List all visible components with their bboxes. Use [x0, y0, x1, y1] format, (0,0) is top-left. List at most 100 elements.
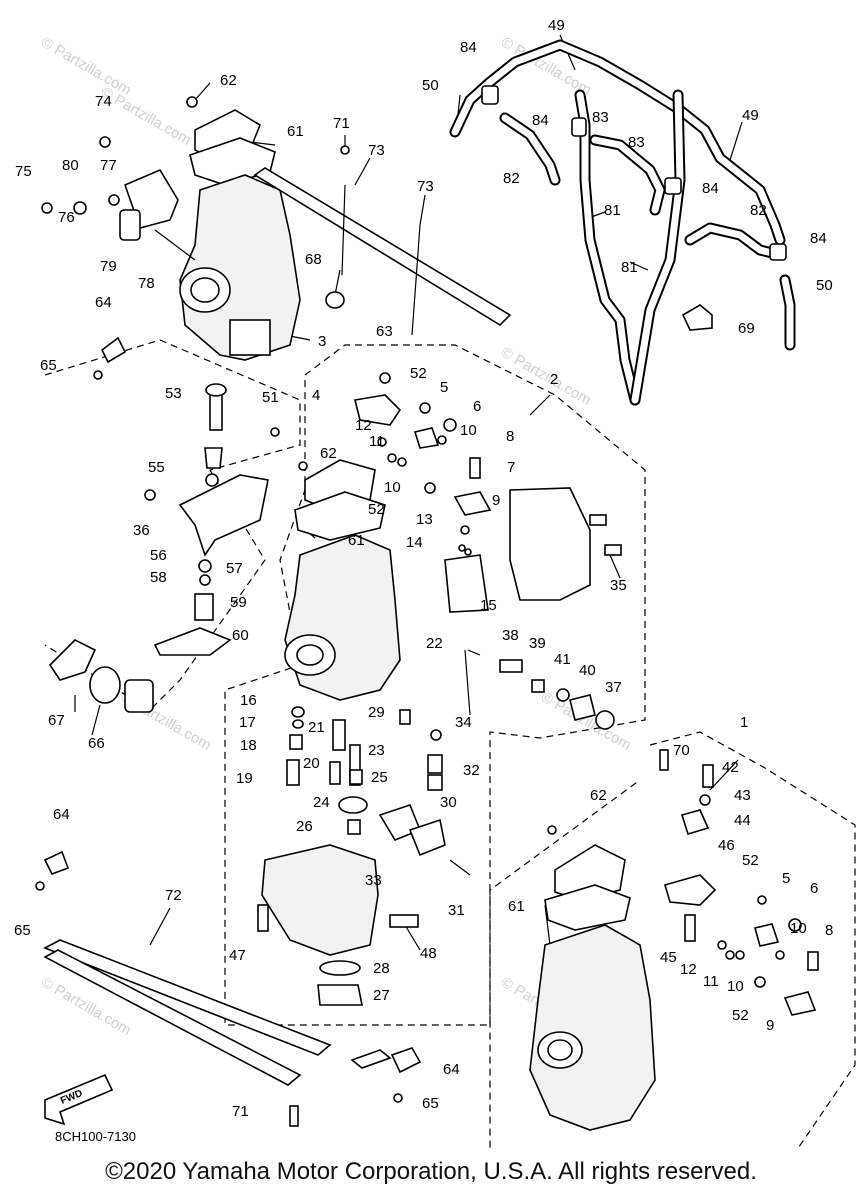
callout-84: 84: [460, 39, 477, 56]
washer-34: [430, 729, 442, 741]
callout-51: 51: [262, 389, 279, 406]
callout-74: 74: [95, 93, 112, 110]
callout-65: 65: [40, 357, 57, 374]
o-ring-28: [319, 960, 361, 976]
float-bowl-33: [261, 844, 379, 956]
callout-4: 4: [312, 387, 320, 404]
screw-74: [99, 136, 111, 148]
callout-82: 82: [750, 202, 767, 219]
carburetor-upper: [41, 96, 345, 380]
carburetor-throat-inner: [296, 644, 324, 666]
carburetor-throat-inner: [190, 277, 220, 303]
callout-52: 52: [368, 501, 385, 518]
jet-holder-24: [338, 796, 368, 814]
screw-62: [547, 825, 557, 835]
callout-52: 52: [732, 1007, 749, 1024]
callout-45: 45: [660, 949, 677, 966]
callout-28: 28: [373, 960, 390, 977]
spring-59: [194, 593, 214, 621]
callout-12: 12: [680, 961, 697, 978]
callout-44: 44: [734, 812, 751, 829]
lever-5: [413, 427, 440, 449]
callout-57: 57: [226, 560, 243, 577]
screw-35: [604, 544, 622, 556]
callout-35: 35: [610, 577, 627, 594]
bracket-9: [453, 491, 492, 516]
hose-fitting-84: [664, 177, 682, 195]
callout-6: 6: [810, 880, 818, 897]
callout-70: 70: [673, 742, 690, 759]
callout-36: 36: [133, 522, 150, 539]
callout-71: 71: [232, 1103, 249, 1120]
callout-55: 55: [148, 459, 165, 476]
callout-38: 38: [502, 627, 519, 644]
callout-40: 40: [579, 662, 596, 679]
callout-10: 10: [727, 978, 744, 995]
callout-2: 2: [550, 371, 558, 388]
washer-10: [437, 435, 447, 445]
diagram-reference-code: 8CH100-7130: [55, 1129, 136, 1144]
callouts: 49 84 50 84 83 83 49 82 84 81 82 84 81 5…: [14, 17, 833, 1120]
screw-70: [659, 749, 669, 771]
cap-37: [595, 710, 615, 730]
callout-9: 9: [766, 1017, 774, 1034]
spring-39: [531, 679, 545, 693]
callout-81: 81: [604, 202, 621, 219]
callout-83: 83: [592, 109, 609, 126]
callout-61: 61: [287, 123, 304, 140]
callout-65: 65: [422, 1095, 439, 1112]
lever-46: [664, 874, 717, 906]
choke-knob-53: [205, 383, 227, 397]
bracket-9: [783, 991, 817, 1016]
screw-51: [270, 427, 280, 437]
callout-15: 15: [480, 597, 497, 614]
callout-84: 84: [532, 112, 549, 129]
float-bowl: [229, 319, 271, 356]
lever-5: [754, 923, 780, 947]
callout-31: 31: [448, 902, 465, 919]
jet-32: [427, 774, 443, 791]
screw-65: [393, 1093, 403, 1103]
tube-21: [332, 719, 346, 751]
sleeve-66: [124, 679, 154, 713]
o-ring-41: [556, 688, 570, 702]
collar-79: [119, 209, 141, 241]
washer-16: [291, 706, 305, 718]
washer-57: [199, 574, 211, 586]
holder-64: [43, 850, 70, 876]
rail-lower: [43, 949, 302, 1086]
callout-11: 11: [703, 973, 719, 990]
hose-fitting-84: [481, 85, 499, 105]
screw-8: [469, 457, 481, 479]
gasket-61: [544, 884, 631, 931]
washer-52: [754, 976, 766, 988]
callout-60: 60: [232, 627, 249, 644]
hose-clamp-69: [681, 304, 713, 331]
callout-8: 8: [506, 428, 514, 445]
holder-64: [100, 336, 127, 364]
o-ring-11: [725, 950, 735, 960]
callout-52: 52: [410, 365, 427, 382]
callout-3: 3: [318, 333, 326, 350]
callout-49: 49: [742, 107, 759, 124]
callout-34: 34: [455, 714, 472, 731]
callout-53: 53: [165, 385, 182, 402]
callout-10: 10: [384, 479, 401, 496]
jet-25: [349, 769, 363, 785]
watermark: © Partzilla.com: [98, 84, 194, 149]
callout-47: 47: [229, 947, 246, 964]
choke-lever-holder: [48, 639, 97, 681]
screw-8: [807, 951, 819, 971]
callout-83: 83: [628, 134, 645, 151]
carburetor-lower-right: [529, 749, 819, 1131]
callout-29: 29: [368, 704, 385, 721]
washer-52: [757, 895, 767, 905]
callout-65: 65: [14, 922, 31, 939]
nut-55: [205, 473, 219, 487]
callout-27: 27: [373, 987, 390, 1004]
seal-68: [325, 291, 345, 309]
o-ring-14: [458, 544, 466, 552]
callout-18: 18: [240, 737, 257, 754]
callout-20: 20: [303, 755, 320, 772]
callout-7: 7: [507, 459, 515, 476]
